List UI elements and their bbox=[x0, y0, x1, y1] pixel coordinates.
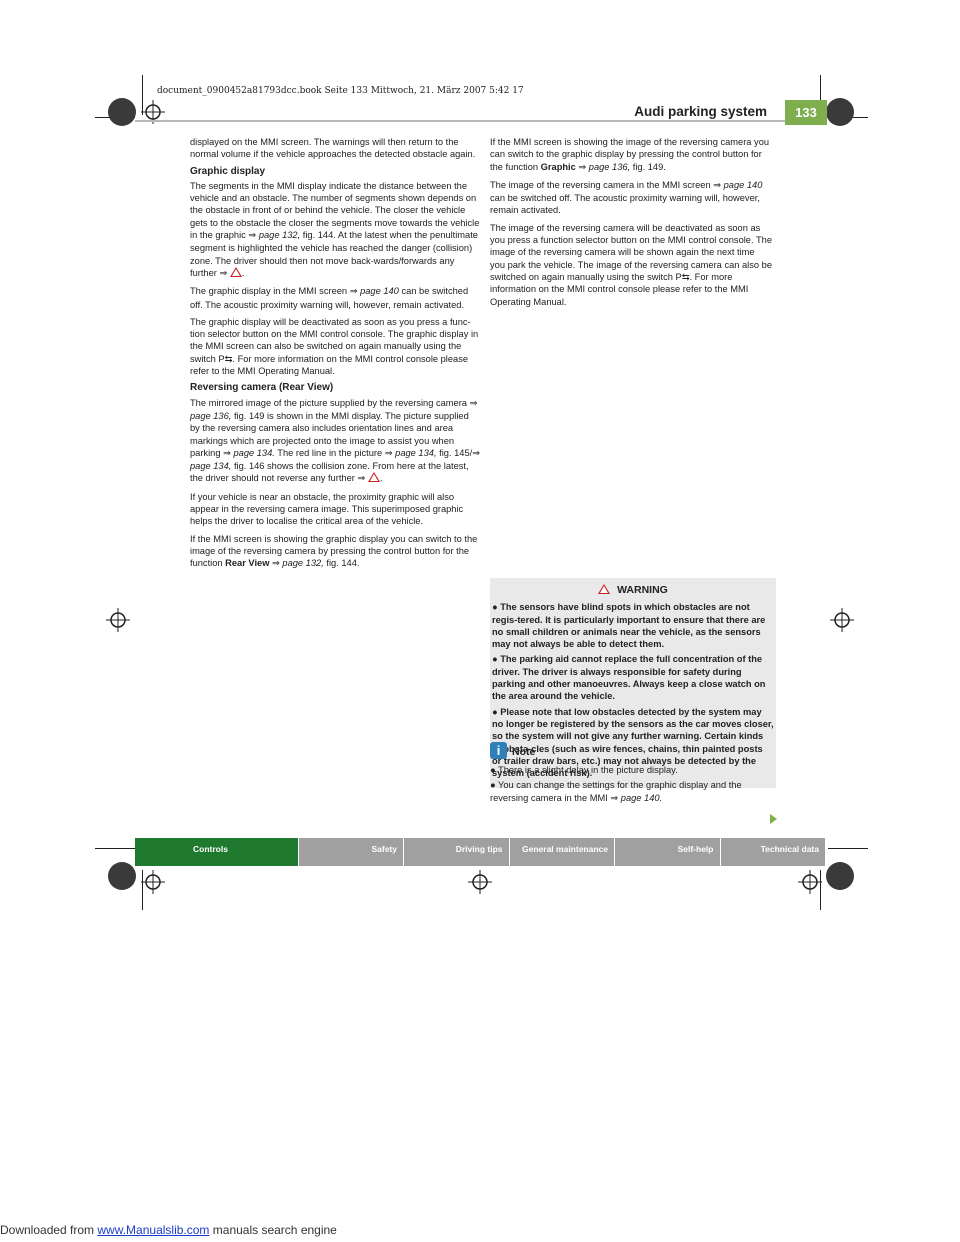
arrow-icon: ⇒ bbox=[272, 558, 280, 570]
tab-driving-tips[interactable]: Driving tips bbox=[404, 838, 510, 866]
arrow-icon: ⇒ bbox=[248, 230, 257, 242]
note-body: ● There is a slight delay in the picture… bbox=[490, 764, 772, 808]
registration-dot bbox=[108, 862, 136, 890]
page-reference[interactable]: page 136, bbox=[190, 410, 232, 421]
page-reference[interactable]: page 132, bbox=[258, 230, 301, 241]
registration-dot bbox=[826, 862, 854, 890]
page-reference[interactable]: page 136, bbox=[588, 161, 631, 172]
note-heading: Note bbox=[512, 746, 536, 758]
function-name: Rear View bbox=[225, 558, 270, 569]
crosshair-icon bbox=[106, 608, 130, 632]
warning-heading: WARNING bbox=[492, 584, 774, 596]
note-item: ● There is a slight delay in the picture… bbox=[490, 765, 678, 775]
arrow-icon: ⇒ bbox=[219, 267, 228, 279]
paragraph: displayed on the MMI screen. The warning… bbox=[190, 137, 476, 160]
crosshair-icon bbox=[141, 870, 165, 894]
page-reference[interactable]: page 140 bbox=[723, 179, 763, 190]
header-rule bbox=[135, 120, 785, 122]
warning-icon bbox=[598, 584, 611, 594]
paragraph: If the MMI screen is showing the graphic… bbox=[190, 533, 478, 570]
manualslib-link[interactable]: www.Manualslib.com bbox=[97, 1223, 210, 1237]
warning-icon bbox=[229, 266, 242, 277]
page-reference[interactable]: page 140. bbox=[620, 792, 663, 803]
paragraph: If the MMI screen is showing the image o… bbox=[490, 137, 770, 173]
page-title: Audi parking system bbox=[634, 104, 767, 119]
page-reference[interactable]: page 134, bbox=[395, 447, 437, 458]
warning-icon bbox=[367, 472, 380, 483]
chapter-tabs: Controls Safety Driving tips General mai… bbox=[135, 838, 826, 866]
paragraph: The image of the reversing camera in the… bbox=[490, 179, 763, 216]
arrow-icon: ⇒ bbox=[472, 447, 481, 459]
paragraph: The segments in the MMI display indicate… bbox=[190, 180, 480, 279]
warning-item: ● The sensors have blind spots in which … bbox=[492, 602, 766, 650]
registration-dot bbox=[108, 98, 136, 126]
paragraph: If your vehicle is near an obstacle, the… bbox=[190, 491, 464, 527]
info-icon: i bbox=[490, 742, 507, 759]
paragraph: The mirrored image of the picture suppli… bbox=[190, 397, 481, 485]
note-item: ● You can change the settings for the gr… bbox=[490, 780, 742, 804]
arrow-icon: ⇒ bbox=[578, 161, 587, 173]
section-heading: Graphic display bbox=[190, 165, 266, 177]
page-number: 133 bbox=[785, 100, 827, 125]
warning-item: ● The parking aid cannot replace the ful… bbox=[492, 654, 766, 702]
crosshair-icon bbox=[468, 870, 492, 894]
tab-self-help[interactable]: Self-help bbox=[615, 838, 721, 866]
left-column: displayed on the MMI screen. The warning… bbox=[190, 136, 480, 576]
paragraph: The graphic display in the MMI screen ⇒ … bbox=[190, 286, 469, 310]
warning-item: ● Please note that low obstacles detecte… bbox=[492, 706, 774, 779]
arrow-icon: ⇒ bbox=[357, 473, 366, 485]
page-header: Audi parking system bbox=[135, 104, 785, 122]
tab-technical-data[interactable]: Technical data bbox=[720, 838, 826, 866]
registration-dot bbox=[826, 98, 854, 126]
arrow-icon: ⇒ bbox=[469, 397, 478, 409]
crosshair-icon bbox=[830, 608, 854, 632]
warning-box: WARNING ● The sensors have blind spots i… bbox=[490, 578, 776, 789]
crop-mark bbox=[142, 870, 143, 910]
page-reference[interactable]: page 134, bbox=[190, 461, 232, 472]
arrow-icon: ⇒ bbox=[349, 286, 358, 298]
file-stamp: document_0900452a81793dcc.book Seite 133… bbox=[157, 86, 524, 96]
crop-mark bbox=[820, 75, 821, 115]
arrow-icon: ⇒ bbox=[610, 792, 619, 804]
crosshair-icon bbox=[798, 870, 822, 894]
tab-general-maintenance[interactable]: General maintenance bbox=[509, 838, 615, 866]
tab-safety[interactable]: Safety bbox=[298, 838, 404, 866]
section-heading: Reversing camera (Rear View) bbox=[190, 382, 334, 394]
crop-mark bbox=[828, 848, 868, 849]
arrow-icon: ⇒ bbox=[223, 447, 231, 459]
arrow-icon: ⇒ bbox=[384, 447, 393, 459]
right-column: If the MMI screen is showing the image o… bbox=[490, 136, 772, 313]
page-reference[interactable]: page 132, bbox=[282, 558, 324, 569]
continue-arrow-icon bbox=[770, 814, 777, 824]
paragraph: The graphic display will be deactivated … bbox=[190, 316, 479, 377]
function-name: Graphic bbox=[540, 161, 576, 172]
download-footer: Downloaded from www.Manualslib.com manua… bbox=[0, 1223, 337, 1237]
paragraph: The image of the reversing camera will b… bbox=[490, 222, 772, 307]
page-reference[interactable]: page 134. bbox=[233, 447, 275, 458]
crop-mark bbox=[95, 848, 135, 849]
tab-controls[interactable]: Controls bbox=[135, 838, 299, 866]
crop-mark bbox=[820, 870, 821, 910]
arrow-icon: ⇒ bbox=[713, 179, 722, 191]
crop-mark bbox=[142, 75, 143, 115]
page-reference[interactable]: page 140 bbox=[360, 286, 399, 297]
